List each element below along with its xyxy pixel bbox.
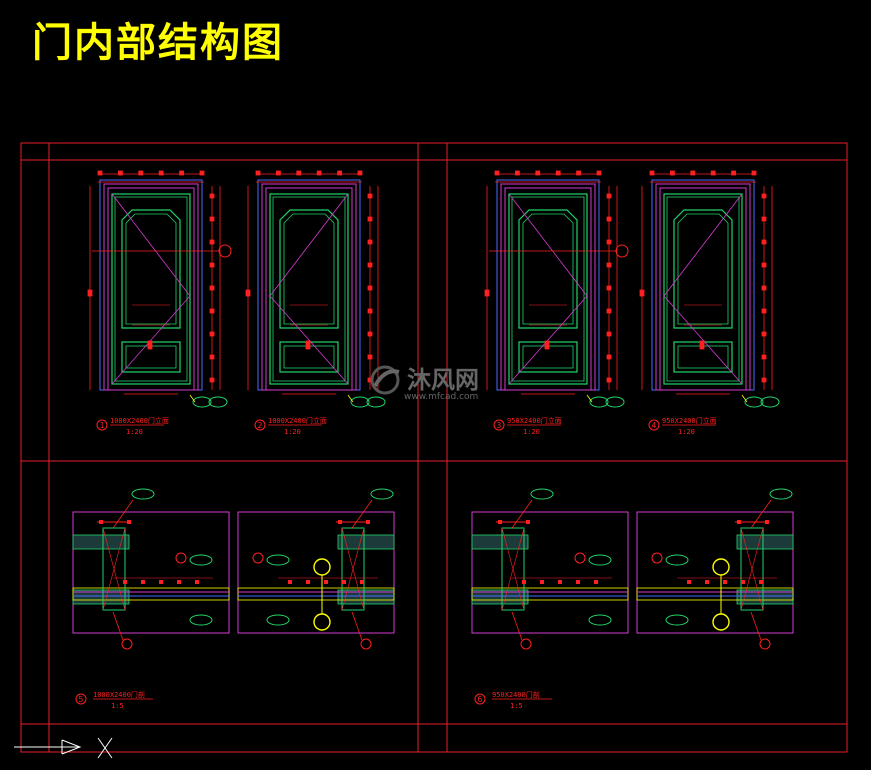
door-elevation-4: 4 950X2400门立面 1:20 [639, 170, 780, 436]
door-elevation-3: 3 950X2400门立面 1:20 [484, 170, 629, 436]
page-title: 门内部结构图 [32, 20, 284, 66]
elevation-label: 1000X2400门立面 [110, 416, 169, 425]
door-sections: 5 1000X2400门剖 1:5 6 950X2400门剖 1:5 [72, 488, 794, 710]
section-label: 1000X2400门剖 [93, 690, 145, 699]
door-elevation-1: 1 1000X2400门立面 1:20 [87, 170, 232, 436]
section-label: 950X2400门剖 [492, 690, 540, 699]
elevation-label: 1000X2400门立面 [268, 416, 327, 425]
elevation-number: 4 [652, 421, 657, 430]
elevation-number-circle [96, 419, 108, 431]
door-elevation-2: 2 1000X2400门立面 1:20 [245, 170, 386, 436]
watermark-url: www.mfcad.com [404, 392, 478, 402]
drawing-frame [20, 142, 848, 753]
section-number: 5 [79, 695, 84, 704]
elevation-label: 950X2400门立面 [662, 416, 717, 425]
watermark-brand: 沐风网 [407, 366, 479, 394]
elevation-scale: 1:20 [284, 428, 301, 436]
ucs-axis-icon [14, 737, 113, 759]
elevation-scale: 1:20 [523, 428, 540, 436]
elevation-scale: 1:20 [678, 428, 695, 436]
watermark-logo-icon [370, 365, 400, 395]
door-elevations: 1 1000X2400门立面 1:20 2 1000X2400门立面 1:20 3 950X2… [87, 170, 780, 436]
section-scale: 1:5 [111, 702, 124, 710]
section-number-circle [474, 693, 486, 705]
elevation-number: 2 [258, 421, 263, 430]
section-number: 6 [478, 695, 483, 704]
door-section-6: 6 950X2400门剖 1:5 [471, 488, 794, 710]
elevation-number-circle [648, 419, 660, 431]
elevation-number-circle [493, 419, 505, 431]
elevation-number-circle [254, 419, 266, 431]
elevation-label: 950X2400门立面 [507, 416, 562, 425]
elevation-scale: 1:20 [126, 428, 143, 436]
door-section-5: 5 1000X2400门剖 1:5 [72, 488, 395, 710]
elevation-number: 3 [497, 421, 502, 430]
elevation-number: 1 [100, 421, 105, 430]
section-number-circle [75, 693, 87, 705]
section-scale: 1:5 [510, 702, 523, 710]
watermark: 沐风网 www.mfcad.com [370, 365, 479, 402]
